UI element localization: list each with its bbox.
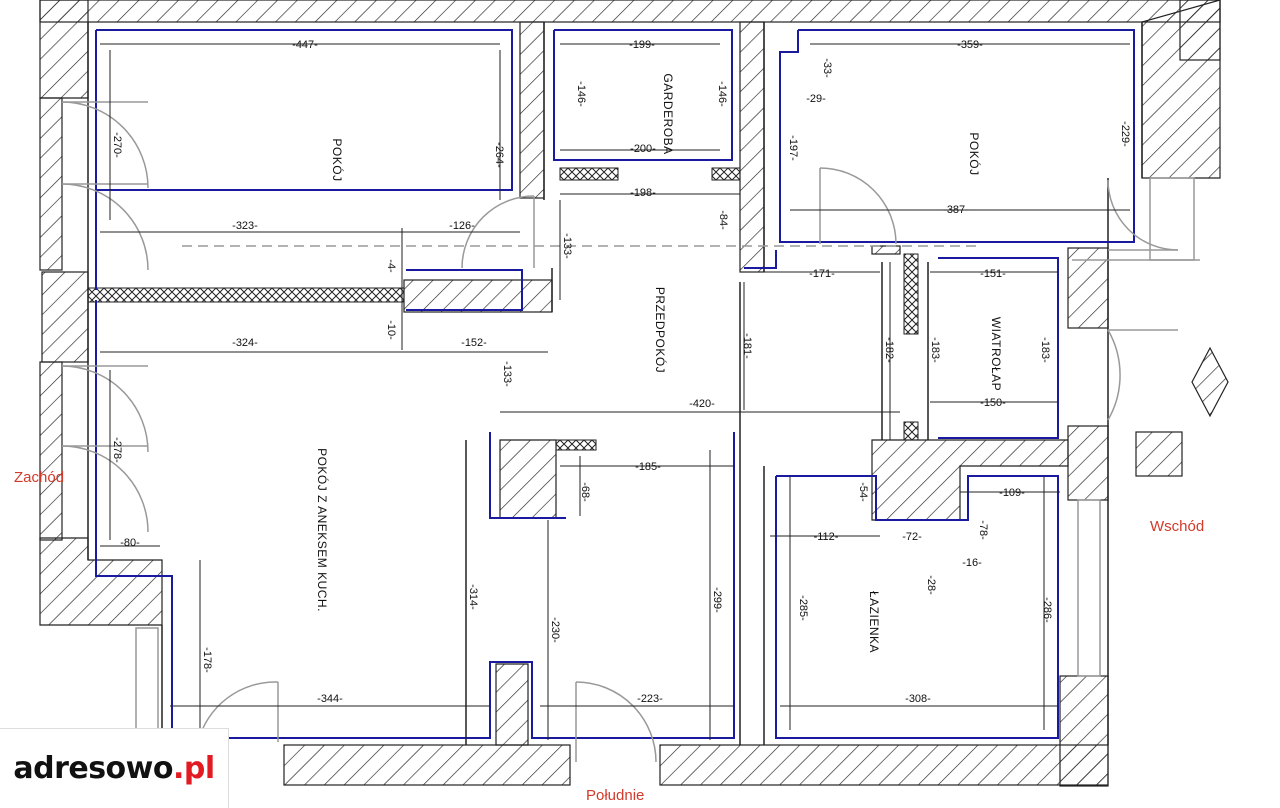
dim-152: -152- — [461, 337, 487, 349]
dim-29: -29- — [806, 93, 826, 105]
dim-387: -387- — [943, 204, 969, 216]
dim-229: -229- — [1119, 121, 1131, 147]
dim-230: -230- — [549, 617, 561, 643]
logo-domain-text: .pl — [173, 751, 215, 786]
dim-314: -314- — [467, 584, 479, 610]
dim-146-right: -146- — [716, 81, 728, 107]
dim-72: -72- — [902, 531, 922, 543]
dim-28: -28- — [925, 575, 937, 595]
room-label-wiatrolap: WIATROŁAP — [989, 317, 1003, 391]
walls — [39, 0, 1229, 787]
dim-286: -286- — [1041, 597, 1053, 623]
inner-outlines — [95, 29, 1135, 739]
dim-223: -223- — [637, 693, 663, 705]
dim-171: -171- — [809, 268, 835, 280]
dim-146-left: -146- — [575, 81, 587, 107]
compass-south: Południe — [586, 787, 644, 804]
dim-109: -109- — [999, 487, 1025, 499]
dim-264: -264- — [493, 142, 505, 168]
dim-285: -285- — [797, 595, 809, 621]
dim-68: -68- — [579, 482, 591, 502]
dim-151: -151- — [980, 268, 1006, 280]
room-label-lazienka: ŁAZIENKA — [867, 591, 881, 653]
dim-10: -10- — [385, 320, 397, 340]
compass-west: Zachód — [14, 469, 64, 486]
dim-150: -150- — [980, 397, 1006, 409]
dim-197: -197- — [787, 135, 799, 161]
dim-16: -16- — [962, 557, 982, 569]
room-label-przedpokoj: PRZEDPOKÓJ — [653, 287, 668, 373]
dim-308: -308- — [905, 693, 931, 705]
dim-198: -198- — [630, 187, 656, 199]
dim-133-upper: -133- — [561, 233, 573, 259]
door-swings — [61, 101, 1200, 763]
dim-183-right: -183- — [1039, 337, 1051, 363]
dim-181: -181- — [741, 333, 753, 359]
dim-112: -112- — [814, 531, 839, 543]
dim-178: -178- — [201, 647, 213, 673]
wall-lines — [87, 22, 1143, 760]
dim-185: -185- — [635, 461, 661, 473]
room-label-pokoj-east: POKÓJ — [967, 132, 982, 175]
dim-182: -182- — [883, 337, 895, 363]
dim-126: -126- — [449, 220, 475, 232]
site-logo: adresowo.pl — [0, 728, 229, 808]
dim-33: -33- — [821, 58, 833, 78]
logo-main-text: adresowo — [13, 751, 173, 786]
dim-84: -84- — [717, 210, 729, 230]
dimension-labels: -447- -199- -359- -29- -200- -198- -387-… — [120, 39, 1025, 705]
dim-4: -4- — [385, 259, 397, 273]
partitions — [87, 167, 919, 451]
room-label-pokoj-west: POKÓJ — [330, 138, 345, 181]
dim-447: -447- — [292, 39, 318, 51]
dim-359: -359- — [957, 39, 983, 51]
room-label-pokoj-aneks: POKÓJ Z ANEKSEM KUCH. — [315, 448, 330, 612]
room-label-garderoba: GARDEROBA — [661, 73, 675, 154]
dim-199: -199- — [629, 39, 655, 51]
dim-200: -200- — [630, 143, 656, 155]
dim-324: -324- — [232, 337, 258, 349]
dim-183-left: -183- — [929, 337, 941, 363]
dim-278: -278- — [111, 437, 123, 463]
dim-344: -344- — [317, 693, 343, 705]
dim-270: -270- — [111, 132, 123, 158]
dim-54: -54- — [857, 482, 869, 502]
dim-133-lower: -133- — [501, 361, 513, 387]
vertical-dimension-labels: -33- -270- -264- -146- -146- -197- -229-… — [111, 58, 1131, 673]
dimension-lines — [100, 43, 1130, 760]
dim-80: -80- — [120, 537, 140, 549]
dim-323: -323- — [232, 220, 258, 232]
dim-420: -420- — [689, 398, 715, 410]
dim-299: -299- — [711, 587, 723, 613]
compass-east: Wschód — [1150, 518, 1204, 535]
dim-78: -78- — [977, 520, 989, 540]
